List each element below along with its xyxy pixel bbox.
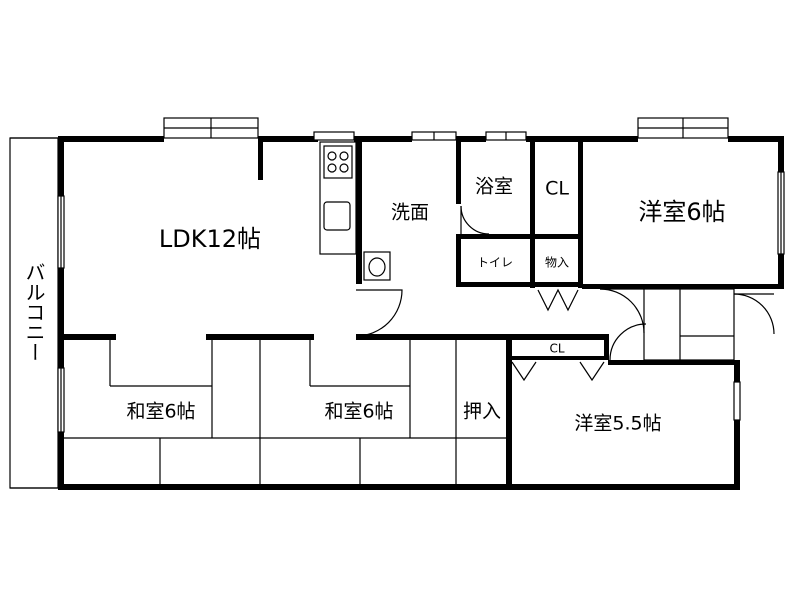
door-western-6-icon (599, 288, 645, 334)
interior-walls (58, 138, 740, 490)
wash-basin-icon (363, 251, 391, 281)
doors (355, 205, 775, 382)
room-label-washroom: 洗面 (391, 202, 429, 224)
tatami-lines (64, 340, 506, 484)
room-label-oshiire: 押入 (463, 401, 501, 423)
room-label-toilet: トイレ (477, 256, 513, 270)
entry-hall (643, 288, 735, 361)
stove-icon (323, 145, 353, 179)
door-storage-icon (537, 288, 579, 312)
windows (57, 117, 785, 433)
room-label-bath: 浴室 (475, 176, 513, 198)
room-label-cl-top: CL (545, 178, 569, 200)
exterior-walls (58, 136, 784, 490)
room-label-balcony: バルコニー (22, 262, 46, 362)
window-western-55-east (733, 381, 741, 421)
door-entry-icon (355, 289, 403, 337)
door-western-55-icon (609, 323, 647, 361)
room-label-japanese-2: 和室6帖 (324, 401, 393, 423)
sink-icon (323, 201, 351, 231)
room-label-ldk: LDK12帖 (159, 225, 261, 253)
door-cl-left-icon (511, 361, 537, 382)
room-label-storage: 物入 (545, 256, 569, 270)
room-label-western-6: 洋室6帖 (638, 198, 725, 226)
door-bath-icon (460, 205, 490, 235)
room-label-japanese-1: 和室6帖 (126, 401, 195, 423)
door-exterior-icon (733, 293, 775, 335)
room-label-western-55: 洋室5.5帖 (574, 413, 661, 435)
door-cl-right-icon (579, 361, 605, 382)
window-kitchen (313, 131, 355, 141)
kitchen-counter (319, 141, 357, 255)
room-label-cl-bottom: CL (549, 342, 564, 356)
kitchen-fixtures (319, 141, 357, 255)
